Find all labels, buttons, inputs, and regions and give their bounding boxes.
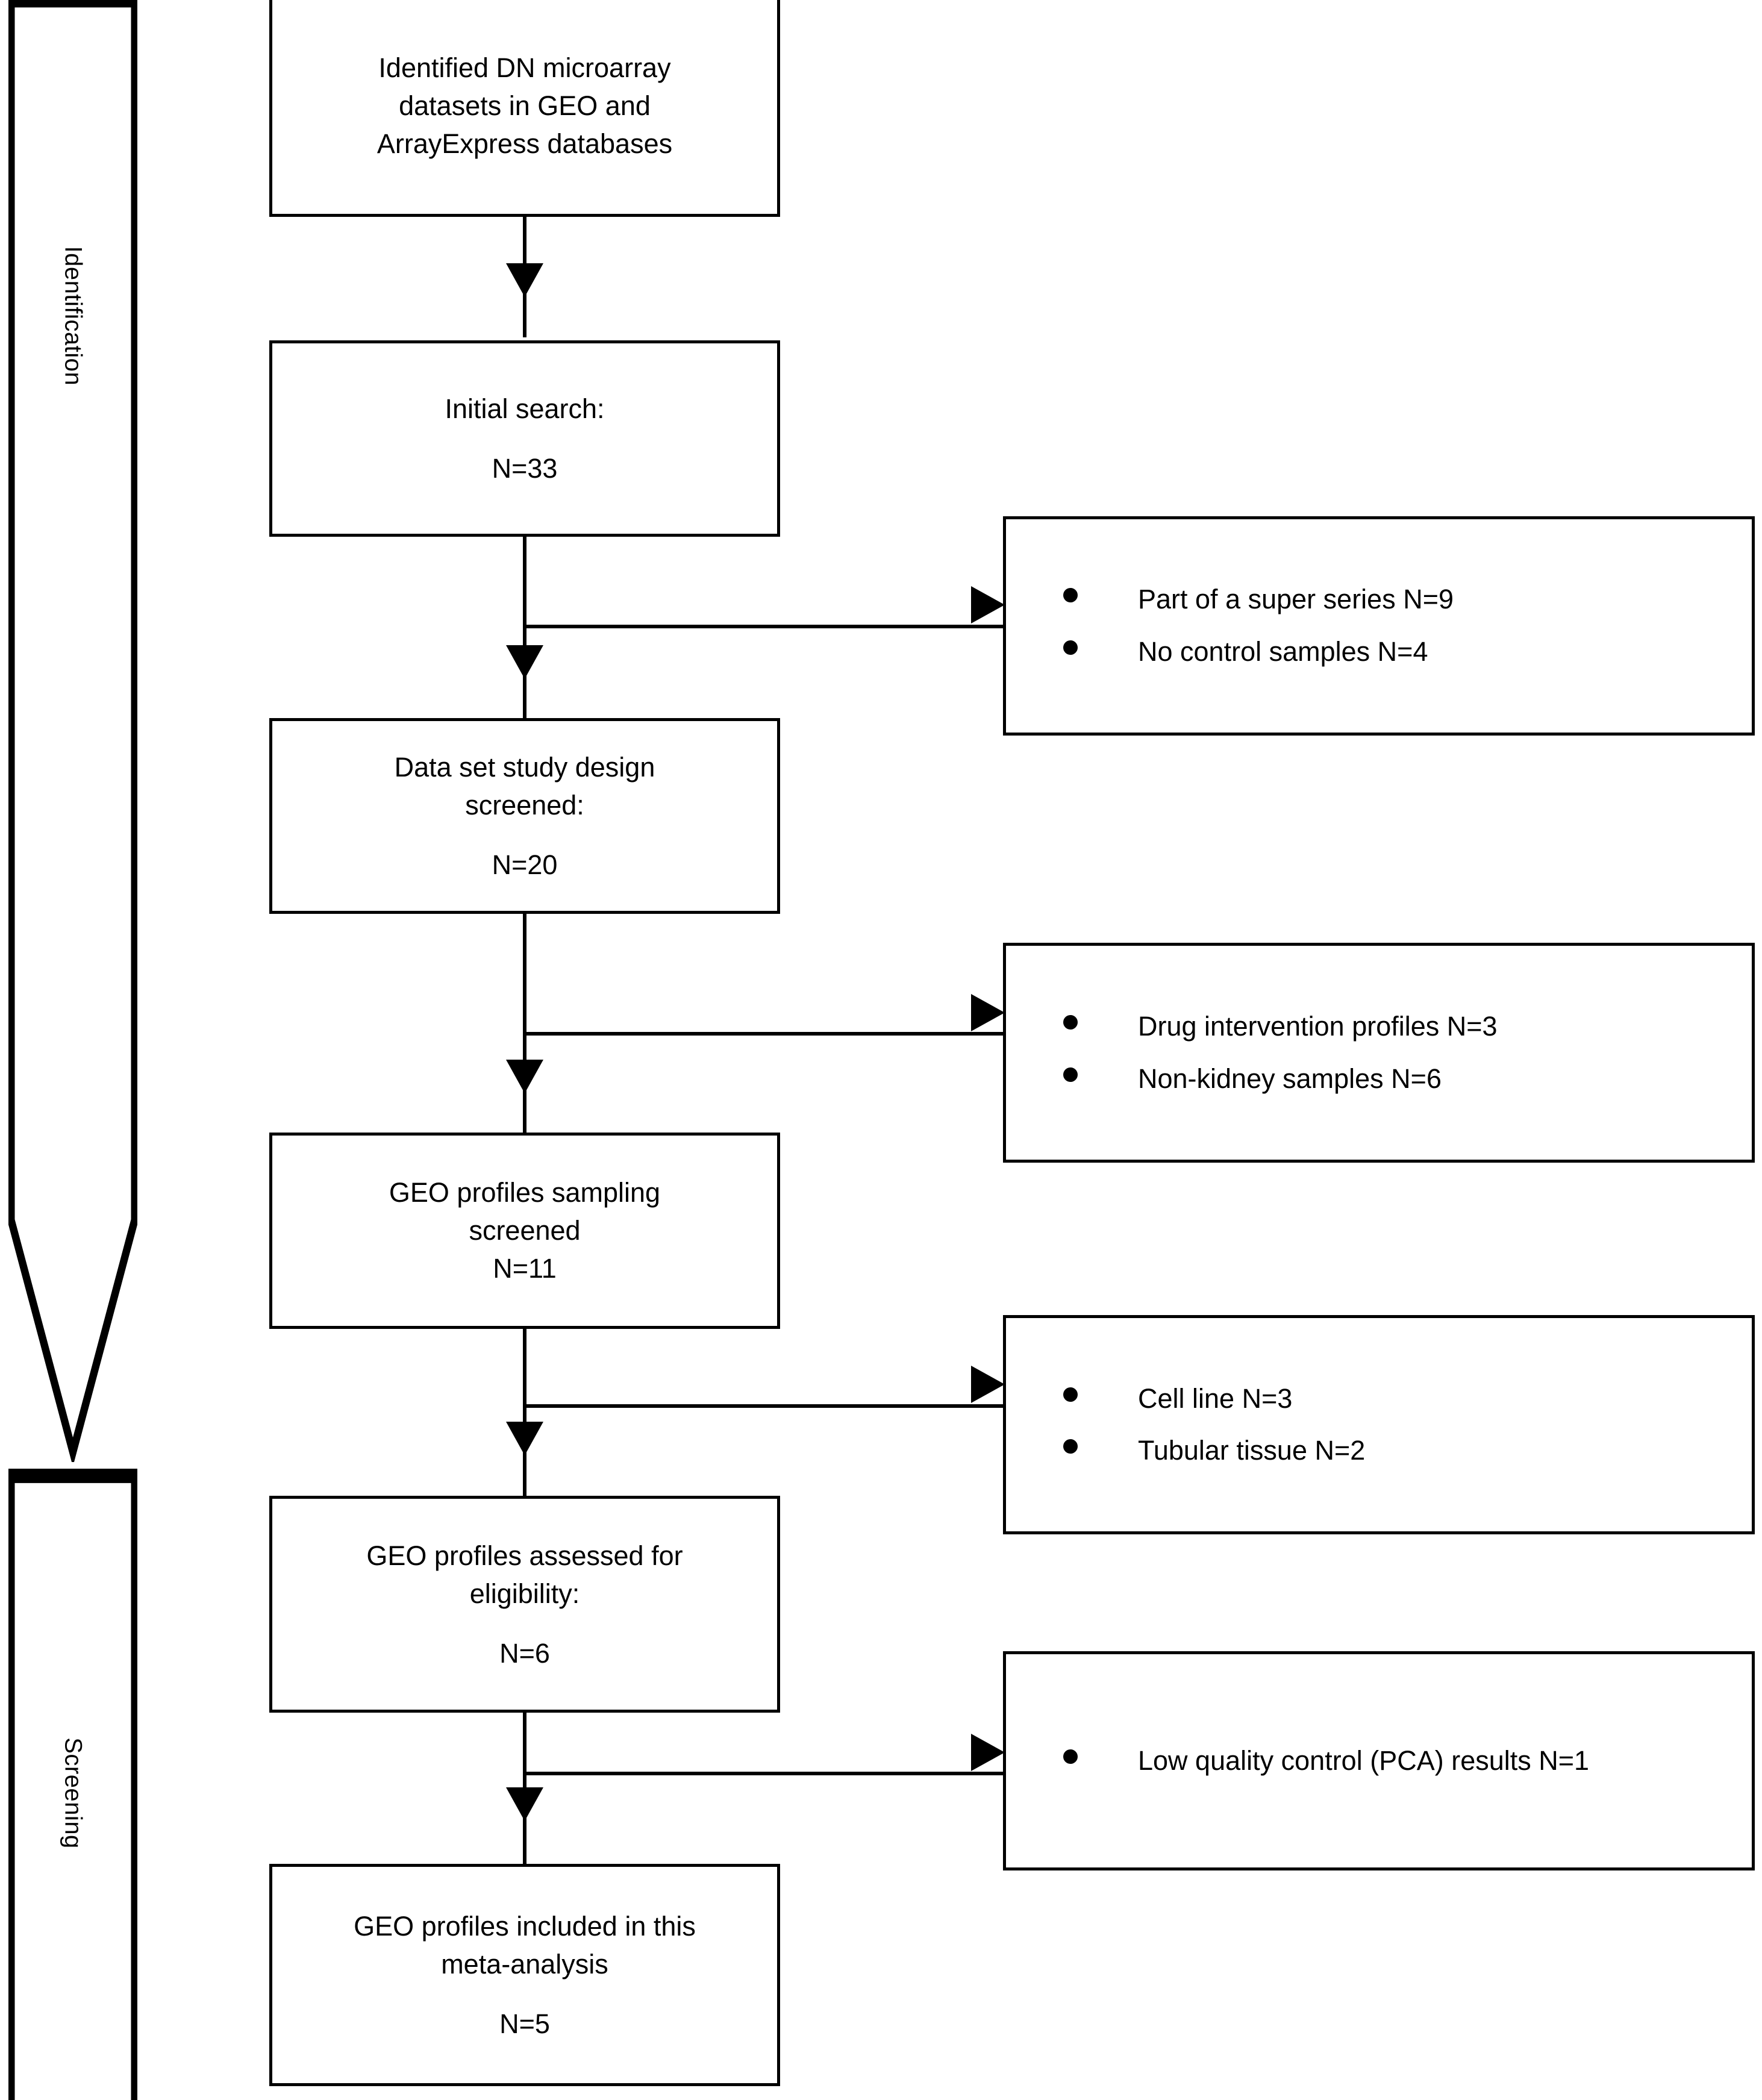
flow-box-count: N=11 (493, 1253, 557, 1284)
flow-box-count: N=33 (492, 452, 558, 484)
flow-box-line: Initial search: (445, 393, 605, 424)
flow-box-identified-datasets: Identified DN microarray datasets in GEO… (269, 0, 780, 217)
flow-box-count: N=5 (499, 2008, 550, 2040)
flow-box-line: meta-analysis (441, 1949, 608, 1980)
flow-box-profiles-assessed: GEO profiles assessed for eligibility: N… (269, 1496, 780, 1713)
flow-box-profiles-sampling-screened: GEO profiles sampling screened N=11 (269, 1132, 780, 1329)
exclusion-item-text: Tubular tissue N=2 (1138, 1435, 1366, 1466)
exclusion-item: Drug intervention profiles N=3 (1006, 1001, 1752, 1053)
exclusion-branch-line-3 (523, 1404, 1005, 1408)
exclusion-branch-line-2 (523, 1032, 1005, 1036)
stage-arrow-screening: Screening (8, 1468, 137, 2100)
exclusion-item: Low quality control (PCA) results N=1 (1006, 1735, 1752, 1787)
exclusion-item-text: No control samples N=4 (1138, 636, 1428, 667)
exclusion-item: No control samples N=4 (1006, 626, 1752, 678)
bullet-icon (1063, 640, 1078, 655)
connector-arrowhead-3 (506, 1059, 543, 1093)
exclusion-item: Non-kidney samples N=6 (1006, 1053, 1752, 1105)
exclusion-item-text: Low quality control (PCA) results N=1 (1138, 1745, 1590, 1776)
flow-box-line: GEO profiles sampling (389, 1177, 661, 1208)
bullet-icon (1063, 588, 1078, 603)
flow-box-study-design-screened: Data set study design screened: N=20 (269, 717, 780, 914)
connector-line-4 (523, 1328, 526, 1496)
exclusion-item-text: Cell line N=3 (1138, 1383, 1293, 1414)
bullet-icon (1063, 1439, 1078, 1454)
flow-box-line: GEO profiles included in this (354, 1911, 696, 1942)
bullet-icon (1063, 1015, 1078, 1030)
exclusion-branch-line-4 (523, 1772, 1005, 1776)
stage-arrow-identification: Identification (8, 0, 137, 1462)
exclusion-box-2: Drug intervention profiles N=3 Non-kidne… (1003, 943, 1755, 1163)
flow-box-count: N=6 (499, 1637, 550, 1669)
connector-arrowhead-4 (506, 1422, 543, 1456)
exclusion-box-1: Part of a super series N=9 No control sa… (1003, 516, 1755, 736)
stage-label-screening: Screening (60, 1737, 87, 1849)
connector-arrowhead-1 (506, 263, 543, 298)
flow-box-count: N=20 (492, 849, 558, 881)
flow-box-line: Identified DN microarray (378, 52, 671, 83)
exclusion-item: Tubular tissue N=2 (1006, 1425, 1752, 1477)
flow-box-line: screened (469, 1215, 581, 1246)
bullet-icon (1063, 1387, 1078, 1402)
exclusion-box-4: Low quality control (PCA) results N=1 (1003, 1651, 1755, 1871)
bullet-icon (1063, 1067, 1078, 1082)
exclusion-item-text: Drug intervention profiles N=3 (1138, 1011, 1498, 1042)
exclusion-branch-arrowhead-2 (971, 993, 1005, 1031)
connector-arrowhead-2 (506, 645, 543, 679)
exclusion-item-text: Part of a super series N=9 (1138, 584, 1454, 615)
flow-box-line: GEO profiles assessed for (366, 1540, 683, 1571)
bullet-icon (1063, 1749, 1078, 1764)
stage-arrow-identification-shape (8, 0, 137, 1462)
exclusion-branch-arrowhead-3 (971, 1366, 1005, 1404)
connector-arrowhead-5 (506, 1787, 543, 1821)
flow-box-line: ArrayExpress databases (376, 128, 673, 159)
exclusion-item: Part of a super series N=9 (1006, 573, 1752, 626)
flow-box-initial-search: Initial search: N=33 (269, 340, 780, 537)
flow-box-profiles-included: GEO profiles included in this meta-analy… (269, 1864, 780, 2087)
exclusion-branch-arrowhead-1 (971, 586, 1005, 623)
flow-box-line: datasets in GEO and (399, 90, 651, 121)
exclusion-branch-arrowhead-4 (971, 1733, 1005, 1771)
flow-box-line: eligibility: (469, 1578, 580, 1609)
connector-line-3 (523, 914, 526, 1133)
flow-box-line: screened: (465, 790, 584, 821)
exclusion-box-3: Cell line N=3 Tubular tissue N=2 (1003, 1314, 1755, 1535)
exclusion-item: Cell line N=3 (1006, 1373, 1752, 1425)
exclusion-branch-line-1 (523, 624, 1005, 628)
stage-arrow-screening-shape (8, 1468, 137, 2100)
flow-box-line: Data set study design (394, 752, 655, 783)
exclusion-item-text: Non-kidney samples N=6 (1138, 1063, 1442, 1094)
stage-label-identification: Identification (60, 246, 87, 386)
